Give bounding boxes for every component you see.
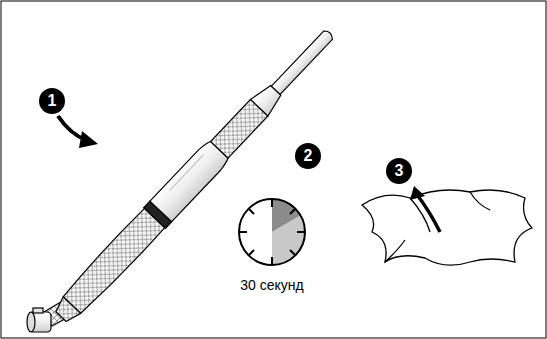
callout-number: 1	[39, 88, 65, 114]
arrow-head	[79, 131, 98, 148]
handpiece-body	[50, 23, 341, 327]
callout-circle	[386, 158, 412, 184]
callout-circle	[39, 88, 65, 114]
time-label: 30 секунд	[240, 277, 303, 293]
callout-number: 3	[386, 158, 412, 184]
callout-number: 2	[295, 143, 321, 169]
callout-circle	[295, 143, 321, 169]
cloth	[362, 186, 532, 265]
timer-clock	[239, 199, 305, 265]
